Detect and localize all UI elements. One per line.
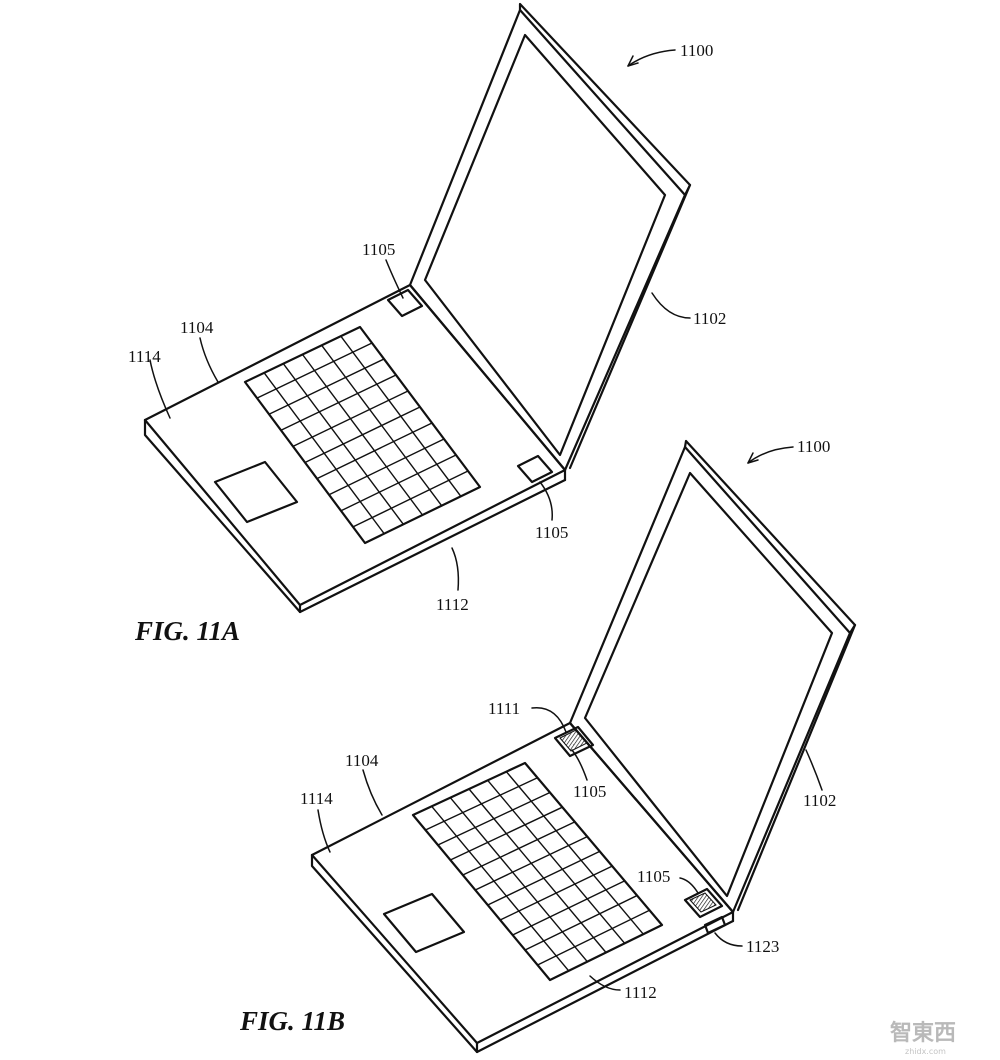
figure-11a: 1100 1102 1105 1105 1104 1114 1112 FIG. … bbox=[128, 4, 726, 646]
leader-11b-1102 bbox=[806, 750, 822, 790]
laptop-11b-trackpad bbox=[384, 894, 464, 952]
laptop-11a-screen bbox=[410, 4, 690, 470]
watermark-url: zhidx.com bbox=[905, 1047, 946, 1056]
leader-11b-1123 bbox=[715, 933, 742, 946]
laptop-11b-base bbox=[312, 723, 733, 1052]
label-11b-1105-top: 1105 bbox=[573, 782, 606, 801]
watermark: 智東西 zhidx.com bbox=[890, 1020, 956, 1056]
label-11b-1114: 1114 bbox=[300, 789, 333, 808]
label-11b-1105-bottom: 1105 bbox=[637, 867, 670, 886]
watermark-logo: 智東西 bbox=[890, 1020, 956, 1046]
caption-fig-11b: FIG. 11B bbox=[239, 1006, 345, 1036]
leader-11a-1102 bbox=[652, 293, 690, 318]
label-11a-1100: 1100 bbox=[680, 41, 713, 60]
laptop-11b-keyboard bbox=[413, 763, 662, 980]
caption-fig-11a: FIG. 11A bbox=[134, 616, 240, 646]
label-11b-1102: 1102 bbox=[803, 791, 836, 810]
laptop-11b-key-row-line bbox=[450, 807, 562, 860]
laptop-11b-key-column-line bbox=[432, 806, 569, 971]
label-11a-1112: 1112 bbox=[436, 595, 469, 614]
label-11a-1105-bottom: 1105 bbox=[535, 523, 568, 542]
laptop-11b-key-row-line bbox=[500, 866, 612, 920]
laptop-11a-keyboard bbox=[245, 327, 480, 543]
label-11b-1111: 1111 bbox=[488, 699, 520, 718]
label-11b-1100: 1100 bbox=[797, 437, 830, 456]
label-11a-1114: 1114 bbox=[128, 347, 161, 366]
label-11a-1105-top: 1105 bbox=[362, 240, 395, 259]
laptop-11b-key-column-line bbox=[469, 789, 606, 953]
laptop-11b-screen bbox=[570, 441, 855, 912]
laptop-11b-key-row-line bbox=[538, 910, 650, 965]
laptop-11b-key-row-line bbox=[463, 822, 575, 875]
label-11b-1123: 1123 bbox=[746, 937, 779, 956]
label-11a-1104: 1104 bbox=[180, 318, 214, 337]
leader-11b-1104 bbox=[363, 770, 382, 815]
leader-11a-1112 bbox=[452, 548, 458, 590]
laptop-11b-key-row-line bbox=[475, 837, 587, 890]
laptop-11b-key-row-line bbox=[525, 896, 637, 950]
laptop-11b-key-row-line bbox=[513, 881, 625, 935]
label-11b-1112: 1112 bbox=[624, 983, 657, 1002]
laptop-11b-key-row-line bbox=[425, 778, 537, 830]
label-11a-1102: 1102 bbox=[693, 309, 726, 328]
laptop-11b-key-row-line bbox=[438, 792, 550, 845]
laptop-11a-trackpad bbox=[215, 462, 297, 522]
leader-11a-1104 bbox=[200, 338, 218, 382]
label-11b-1104: 1104 bbox=[345, 751, 379, 770]
laptop-11b-key-row-line bbox=[488, 851, 600, 905]
leader-11b-1105-bottom bbox=[680, 878, 698, 893]
laptop-11b-key-column-line bbox=[488, 780, 625, 943]
laptop-11b-key-column-line bbox=[450, 798, 587, 962]
